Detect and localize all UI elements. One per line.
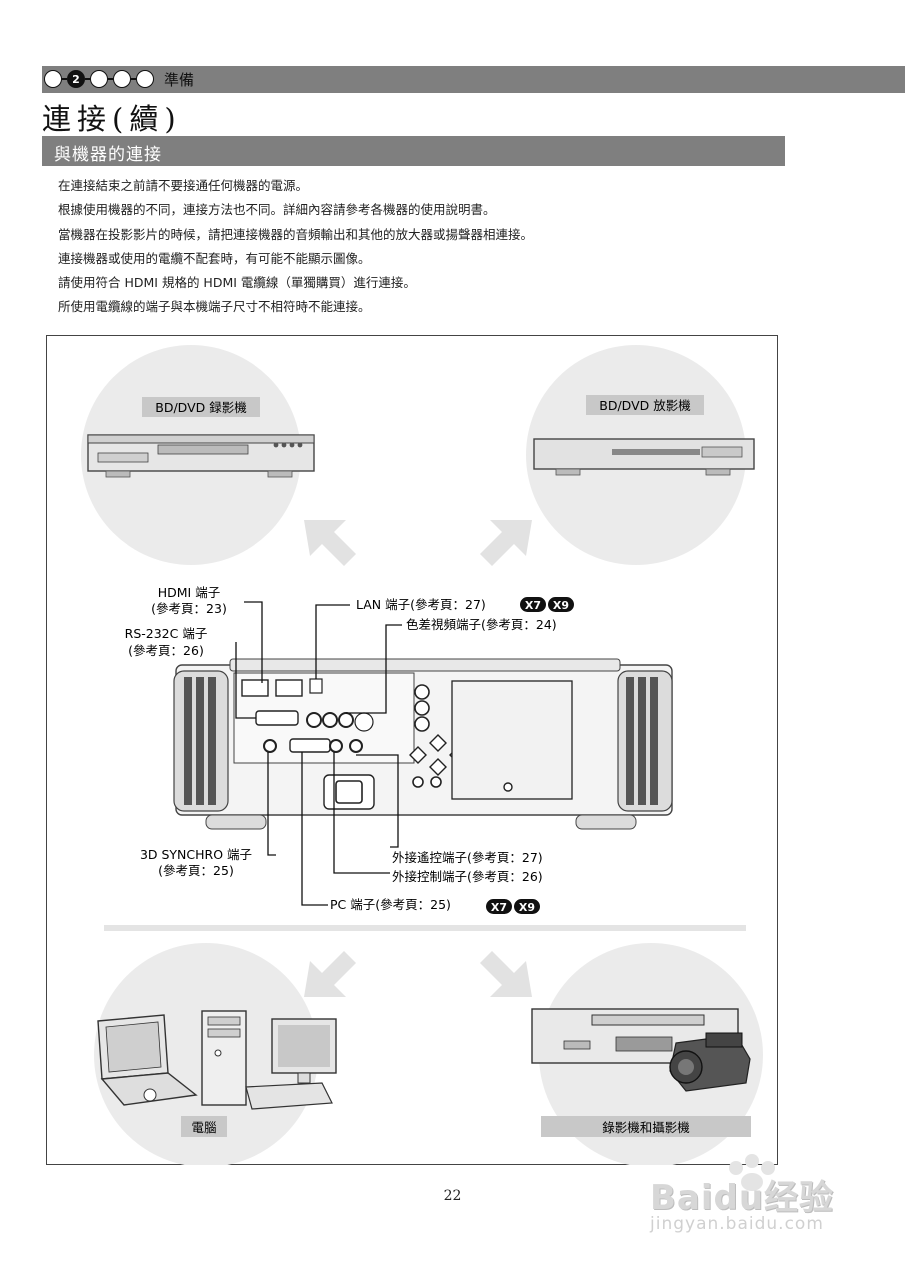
x9-badge: X9 — [553, 599, 569, 612]
watermark-brand: Baidu经验 — [650, 1178, 835, 1218]
pc-port — [289, 738, 331, 753]
trigger-callout: 外接控制端子(參考頁：26) — [392, 869, 543, 884]
camcorder-illustration — [531, 1008, 751, 1092]
3d-synchro-callout: 3D SYNCHRO 端子 — [140, 847, 252, 862]
trigger-port — [329, 739, 343, 753]
bd-recorder-label: BD/DVD 録影機 — [155, 400, 247, 415]
hdmi-port-1 — [241, 679, 269, 697]
step-5-circle — [136, 70, 154, 88]
rs232c-callout: RS-232C 端子 — [125, 626, 208, 641]
connection-diagram-frame — [46, 335, 778, 1165]
component-callout: 色差視頻端子(參考頁：24) — [406, 617, 557, 632]
bd-player-device — [533, 438, 755, 476]
x9-badge: X9 — [519, 901, 535, 914]
x7-badge: X7 — [525, 599, 541, 612]
bd-player-label-box — [586, 395, 704, 415]
step-indicator: 2 準備 — [44, 67, 194, 91]
x7-badge: X7 — [491, 901, 507, 914]
step-3-circle — [90, 70, 108, 88]
hdmi-callout: HDMI 端子 — [158, 585, 220, 600]
arrow-icon — [304, 951, 356, 997]
camcorder-label-box — [541, 1116, 751, 1137]
step-label: 準備 — [164, 70, 195, 89]
step-4-circle — [113, 70, 131, 88]
lan-model-badges: X7 X9 — [520, 597, 574, 612]
bd-recorder-device — [87, 434, 315, 478]
computer-label-box — [181, 1116, 227, 1137]
projector-rear-view — [173, 658, 673, 830]
3d-synchro-callout-ref: (參考頁：25) — [158, 863, 234, 878]
note-item: 當機器在投影影片的時候，請把連接機器的音頻輸出和其他的放大器或揚聲器相連接。 — [58, 226, 534, 242]
note-item: 所使用電纜線的端子與本機端子尺寸不相符時不能連接。 — [58, 299, 371, 315]
note-item: 連接機器或使用的電纜不配套時，有可能不能顯示圖像。 — [58, 250, 371, 266]
pc-model-badges: X7 X9 — [486, 899, 540, 914]
camcorder-label: 錄影機和攝影機 — [602, 1120, 690, 1135]
connection-diagram: BD/DVD 録影機 BD/DVD 放影機 電腦 錄影機和攝影機 — [81, 345, 763, 1165]
arrow-icon — [304, 520, 356, 566]
watermark-url: jingyan.baidu.com — [650, 1214, 824, 1234]
page-title: 連接(續) — [42, 102, 182, 136]
note-item: 根據使用機器的不同，連接方法也不同。詳細內容請參考各機器的使用說明書。 — [58, 202, 496, 218]
computer-label: 電腦 — [191, 1120, 216, 1135]
remote-callout: 外接遙控端子(參考頁：27) — [392, 850, 543, 865]
lan-port — [309, 678, 323, 694]
page-number: 22 — [443, 1188, 462, 1204]
hdmi-port-2 — [275, 679, 303, 697]
step-2-circle: 2 — [67, 70, 85, 88]
3d-synchro-port — [263, 739, 277, 753]
arrow-icon — [480, 951, 532, 997]
remote-port — [349, 739, 363, 753]
section-band — [42, 136, 785, 166]
pc-callout: PC 端子(參考頁：25) — [330, 897, 451, 912]
notes-list: 在連接結束之前請不要接通任何機器的電源。 根據使用機器的不同，連接方法也不同。詳… — [58, 174, 533, 320]
rs232c-port — [255, 710, 299, 726]
lan-callout: LAN 端子(參考頁：27) — [356, 597, 486, 612]
baidu-paw-logo-icon — [729, 1154, 775, 1191]
hdmi-callout-ref: (參考頁：23) — [151, 601, 227, 616]
note-item: 在連接結束之前請不要接通任何機器的電源。 — [58, 178, 309, 193]
arrow-icon — [480, 520, 532, 566]
step-header-band — [42, 66, 905, 93]
bd-recorder-label-box — [142, 397, 260, 417]
section-title: 與機器的連接 — [54, 145, 162, 165]
note-item: 請使用符合 HDMI 規格的 HDMI 電纜線（單獨購買）進行連接。 — [58, 275, 416, 291]
bd-player-label: BD/DVD 放影機 — [599, 398, 691, 413]
step-1-circle — [44, 70, 62, 88]
rs232c-callout-ref: (參考頁：26) — [128, 643, 204, 658]
computer-illustration — [97, 1010, 337, 1110]
